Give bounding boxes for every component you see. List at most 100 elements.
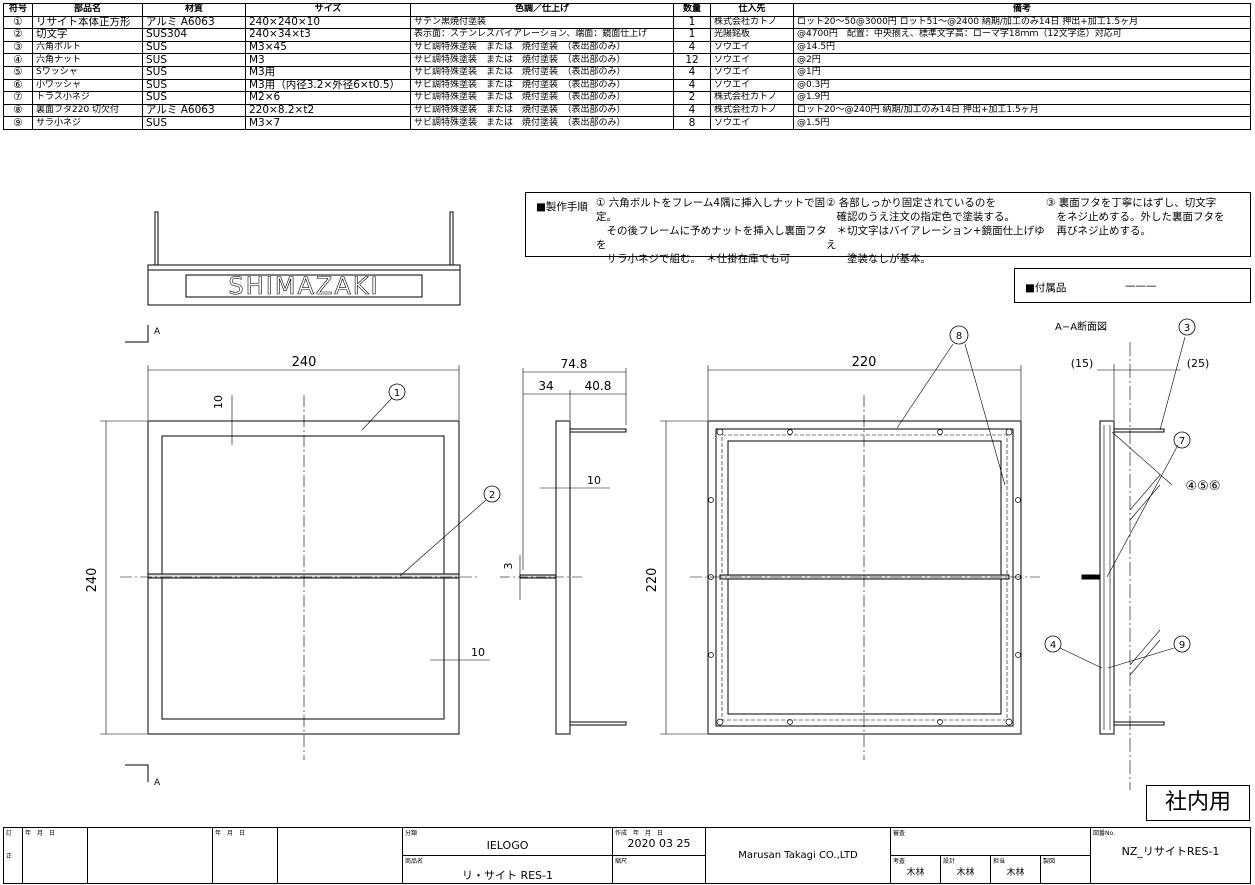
cell-remarks: @1.5円: [793, 116, 1251, 130]
dim-side-a: 34: [538, 379, 553, 393]
leader-line: [964, 343, 1006, 486]
side-bolt-bottom: [569, 721, 627, 726]
revision-label-1: 訂: [6, 830, 13, 837]
balloon-456-label: ④⑤⑥: [1186, 479, 1221, 494]
revision-date-cell: 年 月 日: [215, 830, 246, 837]
cell-material: SUS: [142, 116, 246, 130]
cell-name: サラ小ネジ: [32, 116, 143, 130]
top-view-frame: [147, 264, 461, 306]
dim-front-width: 240: [292, 355, 317, 370]
balloon-9-label: 9: [1179, 640, 1185, 651]
revision-date-cell: 年 月 日: [25, 830, 56, 837]
section-mark-bottom: [125, 764, 149, 782]
draft-label: 製図: [1043, 858, 1056, 865]
top-view: SHIMAZAKI: [147, 211, 461, 306]
dim-side-total: 74.8: [561, 357, 588, 371]
balloon-1-label: 1: [394, 388, 400, 399]
design-value: 木林: [956, 868, 975, 878]
date-label: 作成 年 月 日: [615, 830, 664, 837]
dim-side-frame: 10: [587, 474, 601, 487]
charge-label: 担当: [993, 858, 1006, 865]
section-break-line: [1129, 639, 1161, 676]
procedure-label: ■製作手順: [536, 201, 588, 213]
balloon-3-label: 3: [1184, 323, 1190, 334]
drawing-no-label: 図番No.: [1093, 830, 1115, 837]
section-view: A−A断面図 (15) (25) 3 ④⑤⑥ 7 4 9: [1044, 318, 1221, 790]
section-view-label: A−A断面図: [1055, 320, 1107, 333]
section-break-line: [1129, 484, 1161, 521]
balloon-2-label: 2: [489, 490, 495, 501]
dim-side-b: 40.8: [585, 379, 612, 393]
dim-front-height: 240: [85, 568, 100, 593]
front-view: 240 240 10 10 1 2 A A: [85, 325, 501, 788]
balloon-8: [949, 325, 969, 345]
section-mark-top: [125, 325, 149, 343]
back-view-screws: [708, 428, 1021, 726]
balloon-4: [1044, 635, 1062, 653]
kind-value: IELOGO: [486, 839, 529, 852]
balloon-4-label: 4: [1050, 640, 1056, 651]
balloon-2: [483, 485, 501, 503]
scale-label: 縮尺: [615, 858, 628, 865]
accessories-value: ———: [1125, 280, 1157, 292]
section-bolt-bottom: [1113, 721, 1165, 726]
leader-line: [1111, 431, 1173, 486]
accessories-box: ■付属品 ———: [1014, 268, 1251, 303]
design-label: 設計: [943, 858, 956, 865]
side-view-frame: [555, 420, 571, 735]
accessories-label: ■付属品: [1025, 282, 1067, 294]
back-view-lid: [715, 428, 1014, 727]
balloon-7-label: 7: [1179, 436, 1185, 447]
side-view: 74.8 34 40.8 10 3: [500, 357, 627, 735]
leader-line: [399, 499, 487, 577]
section-mark-top-label: A: [154, 327, 161, 337]
leader-line: [1059, 647, 1103, 669]
revision-label-2: 正: [6, 853, 13, 860]
dim-side-slot: 3: [502, 563, 515, 570]
cell-size: M3×7: [245, 116, 411, 130]
leader-line: [361, 397, 393, 431]
side-letter: [519, 574, 557, 579]
dim-back-width: 220: [852, 355, 877, 370]
logo-text: SHIMAZAKI: [228, 272, 379, 300]
kind-label: 分類: [405, 830, 418, 837]
product-label: 商品名: [405, 858, 424, 865]
procedure-step-2: ② 各部しっかり固定されているのを 確認のうえ注文の指定色で塗装する。 ＊切文字…: [826, 197, 1045, 265]
section-letter-screw: [1081, 574, 1101, 580]
balloon-9: [1173, 635, 1191, 653]
leader-line: [1159, 336, 1186, 431]
section-break-line: [1129, 629, 1161, 666]
balloon-1: [388, 383, 406, 401]
dim-back-height: 220: [645, 568, 660, 593]
balloon-8-label: 8: [956, 331, 962, 342]
procedure-step-1: ① 六角ボルトをフレーム4隅に挿入しナットで固定。 その後フレームに予めナットを…: [596, 197, 827, 265]
top-view-bolt-left: [154, 211, 159, 266]
leader-line: [1107, 647, 1175, 669]
parts-table-header: 符号 部品名 材質 サイズ 色調／仕上げ 数量 仕入先 備考: [3, 3, 1251, 17]
cut-letter-strip: [147, 573, 460, 579]
balloon-7: [1173, 431, 1191, 449]
dim-frame-top: 10: [212, 395, 225, 409]
product-value: リ・サイト RES-1: [461, 869, 554, 882]
balloon-3: [1178, 318, 1196, 336]
approve-label: 審査: [893, 830, 906, 837]
procedure-box: ■製作手順 ① 六角ボルトをフレーム4隅に挿入しナットで固定。 その後フレームに…: [525, 192, 1251, 265]
charge-value: 木林: [1006, 868, 1025, 878]
section-break-line: [1129, 474, 1161, 511]
dim-section-left: (15): [1071, 357, 1094, 370]
back-view-outer: [707, 420, 1022, 735]
internal-use-stamp: 社内用: [1146, 785, 1250, 821]
check-value: 木林: [906, 868, 925, 878]
logo-plate: [185, 274, 423, 298]
side-bolt-top: [569, 428, 627, 433]
company-name: Marusan Takagi CO.,LTD: [738, 850, 858, 861]
dim-frame-bottom: 10: [471, 646, 485, 659]
section-bolt-top: [1113, 428, 1165, 433]
